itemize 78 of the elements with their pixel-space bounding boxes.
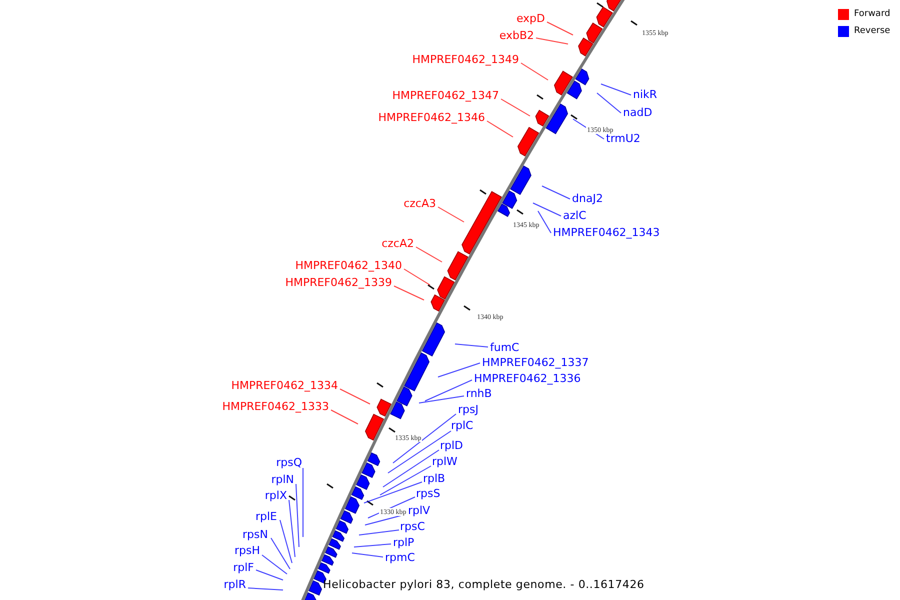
gene-label: rpsS bbox=[416, 487, 440, 501]
gene-label: rplX bbox=[264, 489, 287, 503]
gene-label: rplP bbox=[393, 536, 414, 550]
leader-line bbox=[520, 62, 548, 80]
leader-line bbox=[330, 410, 358, 424]
gene-label: rnhB bbox=[466, 387, 492, 401]
leader-line bbox=[424, 380, 472, 402]
leader-line bbox=[404, 268, 430, 286]
gene-label: rpmC bbox=[385, 551, 415, 565]
gene-label: fumC bbox=[490, 341, 520, 355]
gene-label: HMPREF0462_1333 bbox=[222, 400, 329, 414]
leader-line bbox=[438, 362, 480, 378]
leader-line bbox=[352, 552, 384, 558]
gene-label: rplE bbox=[255, 510, 277, 524]
gene-label: rpsQ bbox=[276, 456, 302, 470]
leader-line bbox=[380, 466, 432, 496]
leader-line bbox=[542, 186, 570, 200]
gene-label: czcA2 bbox=[382, 237, 414, 251]
leader-line bbox=[596, 92, 622, 114]
gene-label: rplW bbox=[432, 455, 458, 469]
leader-line bbox=[288, 500, 296, 558]
leader-line bbox=[340, 388, 370, 404]
gene-label: HMPREF0462_1337 bbox=[482, 356, 589, 370]
gene-label: HMPREF0462_1346 bbox=[378, 111, 485, 125]
gene-label: HMPREF0462_1349 bbox=[412, 53, 519, 67]
gene-label: HMPREF0462_1334 bbox=[231, 379, 338, 393]
gene-label: trmU2 bbox=[606, 132, 640, 146]
gene-label: HMPREF0462_1339 bbox=[285, 276, 392, 290]
gene-label: rpsC bbox=[400, 520, 425, 534]
gene-label: HMPREF0462_1347 bbox=[392, 89, 499, 103]
leader-line bbox=[500, 98, 530, 116]
leader-line bbox=[358, 530, 400, 536]
gene-label: nadD bbox=[623, 106, 652, 120]
leader-line bbox=[248, 588, 284, 590]
gene-label: dnaJ2 bbox=[572, 192, 603, 206]
gene-label: rplV bbox=[408, 504, 430, 518]
leader-line bbox=[364, 482, 422, 504]
gene-label: rpsN bbox=[242, 528, 268, 542]
gene-label: HMPREF0462_1336 bbox=[474, 372, 581, 386]
leader-line bbox=[600, 84, 632, 96]
leader-line bbox=[438, 206, 464, 222]
gene-label: exbB2 bbox=[499, 29, 534, 43]
leader-line bbox=[280, 520, 292, 564]
leader-line bbox=[392, 414, 456, 464]
leader-line bbox=[416, 246, 442, 262]
leader-line bbox=[418, 396, 464, 404]
leader-line bbox=[454, 344, 488, 348]
gene-label: HMPREF0462_1340 bbox=[295, 259, 402, 273]
leader-line bbox=[256, 570, 284, 580]
gene-label: HMPREF0462_1343 bbox=[553, 226, 660, 240]
legend-text: Forward bbox=[854, 9, 890, 20]
gene-label: rplD bbox=[440, 439, 464, 453]
gene-label: expD bbox=[516, 12, 545, 26]
leader-line bbox=[532, 202, 562, 216]
gene-label: azlC bbox=[563, 209, 586, 223]
gene-label: nikR bbox=[633, 88, 658, 102]
gene-label: rplF bbox=[233, 561, 254, 575]
leader-line bbox=[382, 450, 440, 488]
leader-line bbox=[546, 22, 574, 36]
gene-label: czcA3 bbox=[404, 197, 436, 211]
gene-label: rpsH bbox=[234, 544, 260, 558]
leader-line bbox=[270, 538, 290, 570]
leader-line bbox=[262, 554, 288, 574]
legend-text: Reverse bbox=[854, 26, 890, 37]
leader-line bbox=[536, 38, 568, 44]
leader-line bbox=[394, 286, 424, 300]
leader-line bbox=[296, 484, 300, 548]
gene-label: rplN bbox=[271, 473, 294, 487]
leader-line bbox=[388, 430, 452, 474]
gene-label: rpsJ bbox=[458, 403, 478, 417]
gene-label: rplR bbox=[224, 578, 246, 592]
leader-line bbox=[538, 210, 552, 234]
leader-line bbox=[302, 468, 304, 538]
leader-line bbox=[354, 544, 392, 548]
leader-line bbox=[486, 120, 514, 138]
gene-label: rplC bbox=[451, 419, 474, 433]
genome-caption: Helicobacter pylori 83, complete genome. - 0..1617426 bbox=[323, 578, 644, 592]
gene-label: rplB bbox=[423, 472, 446, 486]
